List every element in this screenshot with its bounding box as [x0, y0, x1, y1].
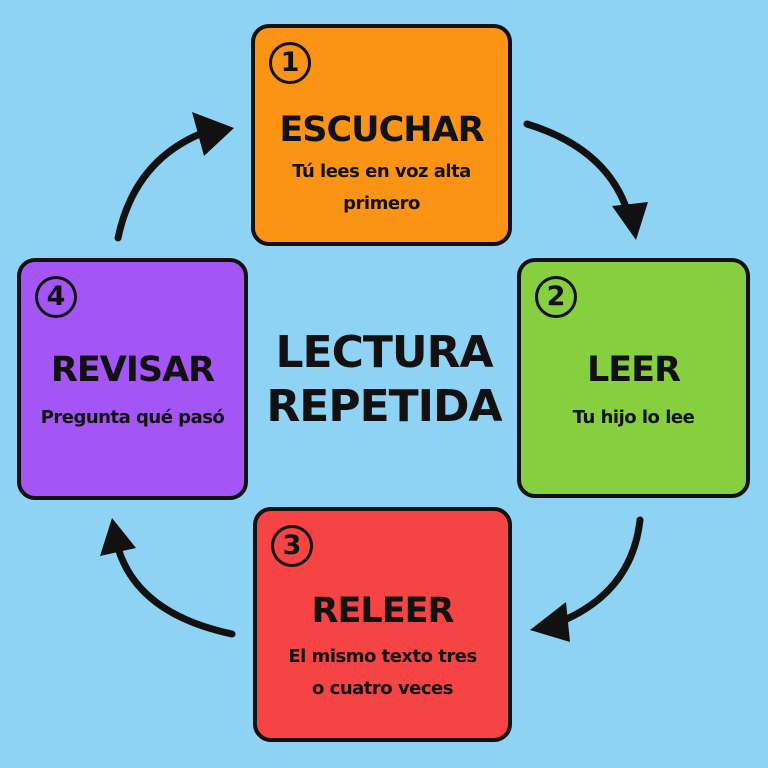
step-description: Tu hijo lo lee: [572, 407, 695, 428]
step-description: Tú lees en voz alta primero: [292, 161, 471, 214]
arrow-releer-to-revisar: [114, 544, 236, 638]
arrowhead-leer: [612, 202, 648, 240]
arrowhead-releer: [530, 602, 570, 642]
arrowhead-escuchar: [192, 112, 234, 156]
step-number-badge: 4: [35, 276, 77, 318]
step-box-escuchar: 1 ESCUCHAR Tú lees en voz alta primero: [251, 24, 512, 246]
arrowhead-revisar: [100, 518, 136, 556]
step-title: RELEER: [311, 591, 455, 631]
step-description: Pregunta qué pasó: [40, 407, 225, 428]
step-number-badge: 1: [269, 42, 311, 84]
step-description: El mismo texto tres o cuatro veces: [288, 646, 477, 699]
step-number-badge: 2: [535, 276, 577, 318]
arrow-escuchar-to-leer: [523, 120, 634, 224]
step-title: ESCUCHAR: [279, 110, 484, 150]
step-box-revisar: 4 REVISAR Pregunta qué pasó: [17, 258, 248, 500]
step-number-badge: 3: [271, 525, 313, 567]
arrow-leer-to-releer: [556, 516, 644, 626]
center-title-line-2: REPETIDA: [266, 381, 502, 432]
step-title: LEER: [586, 350, 681, 390]
step-box-releer: 3 RELEER El mismo texto tres o cuatro ve…: [253, 507, 512, 742]
step-box-leer: 2 LEER Tu hijo lo lee: [517, 258, 750, 498]
arrow-revisar-to-escuchar: [114, 130, 204, 242]
step-title: REVISAR: [50, 350, 215, 390]
center-title: LECTURA REPETIDA: [234, 326, 534, 434]
center-title-line-1: LECTURA: [275, 327, 493, 378]
